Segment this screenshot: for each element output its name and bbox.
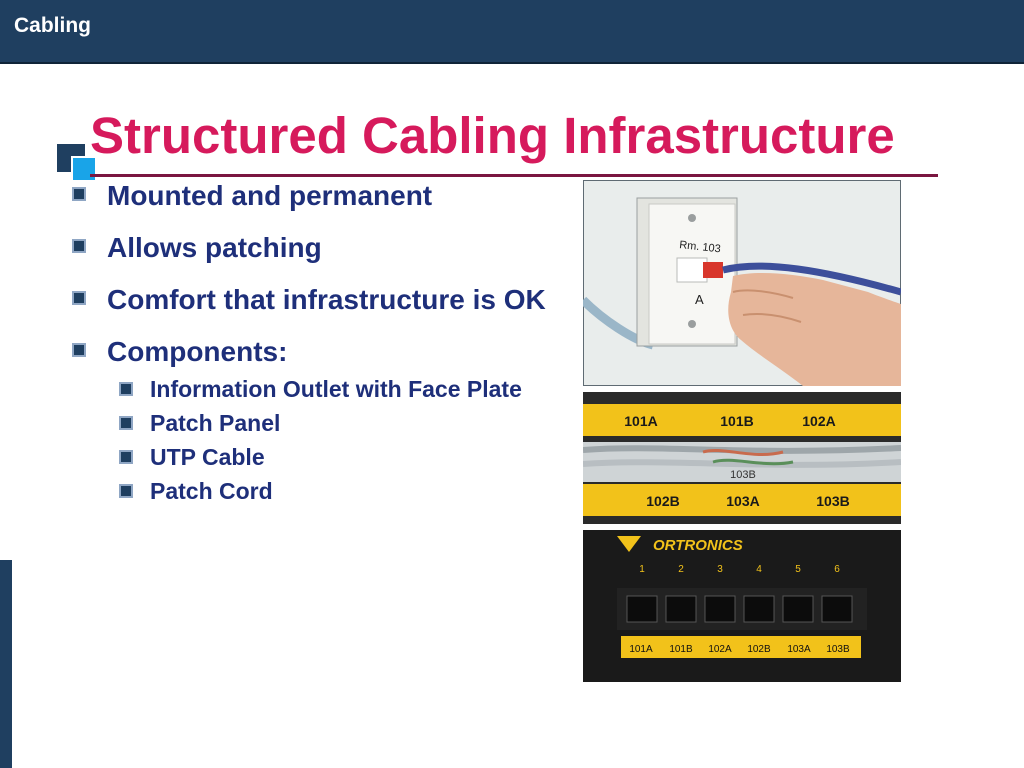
port-label: 103A xyxy=(787,644,811,655)
port-label: 102A xyxy=(708,644,732,655)
rj45-port xyxy=(782,595,814,623)
sub-bullet-item: Patch Cord xyxy=(107,478,572,505)
outlet-photo: Rm. 103 A xyxy=(583,180,901,386)
cable-labels-photo: 101A 101B 102A 103B 102B 103A 103B xyxy=(583,392,901,524)
bullet-list: Mounted and permanent Allows patching Co… xyxy=(72,180,572,512)
sub-bullet-text: Patch Cord xyxy=(150,478,273,504)
bullet-item: Allows patching xyxy=(72,232,572,264)
cable-label: 101A xyxy=(624,413,657,429)
bullet-square-icon xyxy=(72,343,86,357)
header-bar: Cabling xyxy=(0,0,1024,64)
outlet-jack-label: A xyxy=(695,292,704,307)
cable-label: 102B xyxy=(646,493,679,509)
cable-label: 103B xyxy=(730,469,756,481)
sub-bullet-item: Information Outlet with Face Plate xyxy=(107,376,572,403)
outlet-room-label: Rm. 103 xyxy=(679,239,722,255)
rj45-port xyxy=(665,595,697,623)
rj45-port xyxy=(704,595,736,623)
bullet-item: Comfort that infrastructure is OK xyxy=(72,284,572,316)
bullet-item: Mounted and permanent xyxy=(72,180,572,212)
cable-label: 102A xyxy=(802,413,835,429)
title-underline xyxy=(90,174,938,177)
cable-label: 103A xyxy=(726,493,759,509)
sub-bullet-square-icon xyxy=(119,416,133,430)
sub-bullet-square-icon xyxy=(119,382,133,396)
rj45-port xyxy=(743,595,775,623)
bullet-square-icon xyxy=(72,239,86,253)
title-decor-square-light xyxy=(71,156,97,182)
panel-brand: ORTRONICS xyxy=(653,537,743,554)
slide-title: Structured Cabling Infrastructure xyxy=(90,107,895,164)
bullet-text: Mounted and permanent xyxy=(107,180,433,211)
sub-bullet-item: Patch Panel xyxy=(107,410,572,437)
port-label: 102B xyxy=(747,644,771,655)
port-label: 101A xyxy=(629,644,653,655)
port-number: 4 xyxy=(756,564,762,575)
sub-bullet-text: UTP Cable xyxy=(150,444,265,470)
port-number: 2 xyxy=(678,564,684,575)
sub-bullet-square-icon xyxy=(119,484,133,498)
bullet-item: Components: Information Outlet with Face… xyxy=(72,336,572,505)
sub-bullet-list: Information Outlet with Face Plate Patch… xyxy=(107,376,572,505)
port-number: 3 xyxy=(717,564,723,575)
port-number: 6 xyxy=(834,564,840,575)
bullet-square-icon xyxy=(72,291,86,305)
port-label: 103B xyxy=(826,644,850,655)
bullet-text: Comfort that infrastructure is OK xyxy=(107,284,546,315)
bullet-text: Allows patching xyxy=(107,232,322,263)
port-number: 1 xyxy=(639,564,645,575)
sub-bullet-square-icon xyxy=(119,450,133,464)
bullet-square-icon xyxy=(72,187,86,201)
sub-bullet-item: UTP Cable xyxy=(107,444,572,471)
cable-label: 101B xyxy=(720,413,753,429)
bullet-text: Components: xyxy=(107,336,288,367)
port-label: 101B xyxy=(669,644,693,655)
cable-label: 103B xyxy=(816,493,849,509)
ortronics-logo-icon xyxy=(617,536,641,552)
cable-labels-illustration: 101A 101B 102A 103B 102B 103A 103B xyxy=(583,392,901,524)
left-accent-strip xyxy=(0,560,12,768)
rj45-port xyxy=(626,595,658,623)
outlet-illustration: Rm. 103 A xyxy=(583,180,901,386)
patch-panel-photo: ORTRONICS 1 2 3 4 5 6 101A 101B 102A 102… xyxy=(583,530,901,682)
sub-bullet-text: Patch Panel xyxy=(150,410,281,436)
sub-bullet-text: Information Outlet with Face Plate xyxy=(150,376,522,402)
rj45-port xyxy=(821,595,853,623)
port-number: 5 xyxy=(795,564,801,575)
patch-panel-illustration: ORTRONICS 1 2 3 4 5 6 101A 101B 102A 102… xyxy=(583,530,901,682)
section-title: Cabling xyxy=(14,14,91,37)
